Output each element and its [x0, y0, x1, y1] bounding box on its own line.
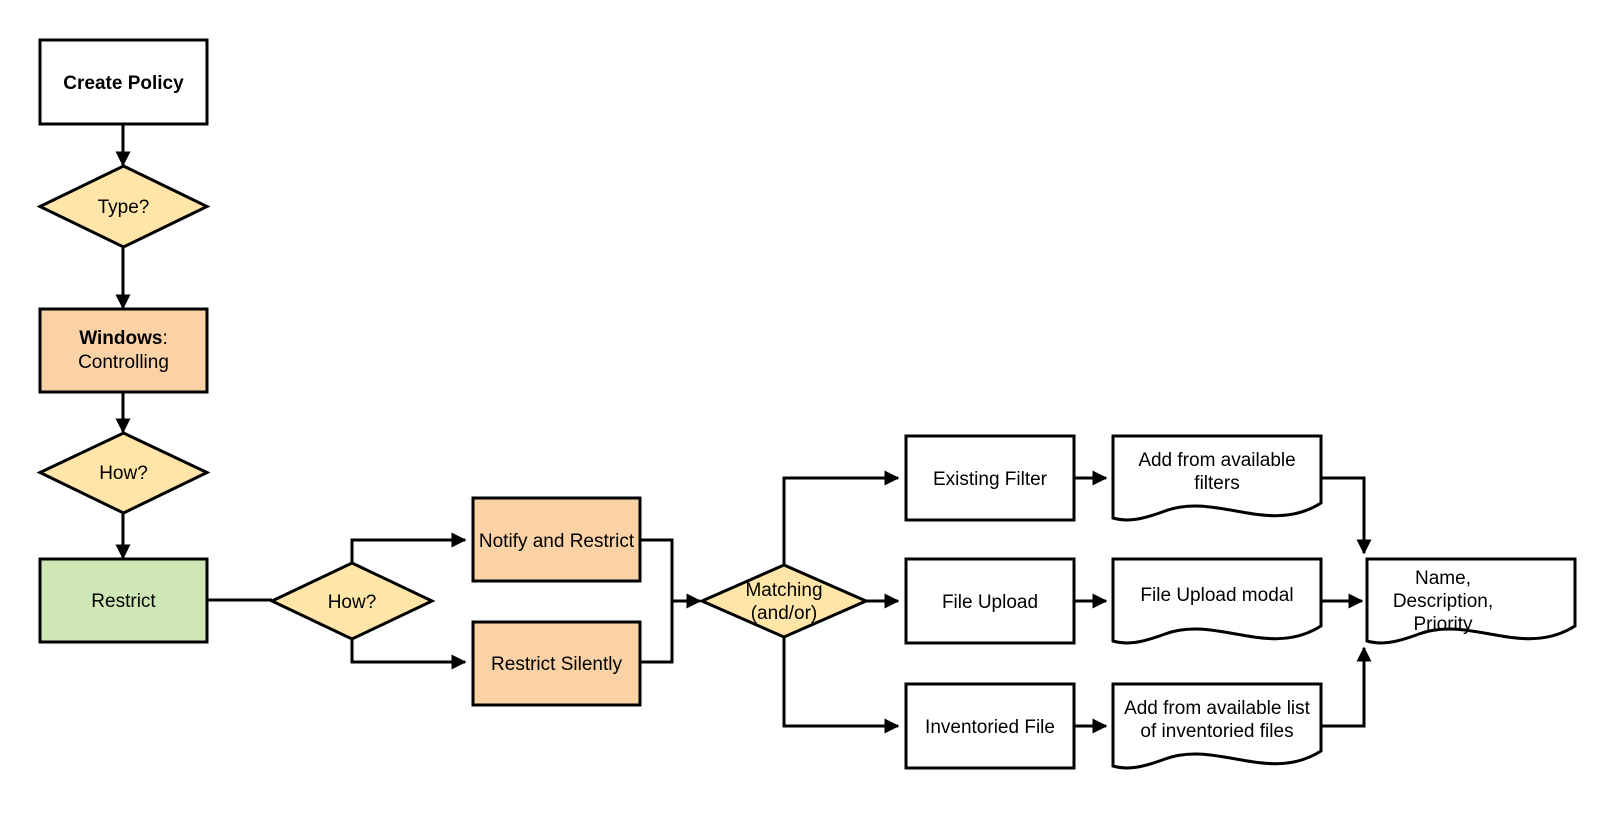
add-inventoried-label-line2: of inventoried files	[1140, 721, 1293, 742]
file-upload-modal-label: File Upload modal	[1140, 585, 1293, 606]
node-restrict-silently[interactable]: Restrict Silently	[471, 620, 642, 707]
inventoried-file-label: Inventoried File	[925, 717, 1055, 738]
node-how-decision-1[interactable]: How?	[36, 431, 211, 515]
edge-restrict-silently-to-matching	[640, 601, 674, 664]
node-matching[interactable]: Matching (and/or)	[698, 563, 870, 639]
node-restrict[interactable]: Restrict	[38, 557, 209, 644]
windows-bold-part: Windows	[79, 328, 162, 349]
notify-and-restrict-label: Notify and Restrict	[479, 531, 635, 552]
node-file-upload-modal[interactable]: File Upload modal	[1111, 557, 1323, 645]
restrict-silently-label: Restrict Silently	[491, 654, 622, 675]
node-type-decision[interactable]: Type?	[36, 164, 211, 249]
name-desc-priority-line3: Priority	[1413, 614, 1473, 635]
node-inventoried-file[interactable]: Inventoried File	[904, 682, 1076, 770]
how-decision-1-label: How?	[99, 463, 148, 484]
node-name-description-priority[interactable]: Name, Description, Priority	[1365, 557, 1577, 645]
edge-how2-to-notify	[350, 532, 467, 563]
edge-how2-to-restrict-silently	[350, 637, 467, 670]
type-decision-label: Type?	[98, 197, 150, 218]
windows-colon: :	[162, 328, 167, 349]
file-upload-label: File Upload	[942, 592, 1038, 613]
create-policy-label: Create Policy	[63, 73, 184, 94]
edge-layer	[115, 124, 1372, 734]
windows-controlling-line1: Windows:	[79, 328, 168, 349]
name-desc-priority-line2: Description,	[1393, 591, 1493, 612]
add-inventoried-label-line1: Add from available list	[1124, 698, 1311, 719]
node-notify-and-restrict[interactable]: Notify and Restrict	[471, 496, 642, 583]
restrict-label: Restrict	[91, 591, 156, 612]
edge-notify-to-matching	[640, 538, 702, 609]
node-windows-controlling[interactable]: Windows: Controlling	[38, 307, 209, 394]
add-filters-label-line1: Add from available	[1138, 450, 1295, 471]
edge-add-list-to-name-desc	[1322, 646, 1372, 728]
how-decision-2-label: How?	[328, 592, 377, 613]
edge-matching-to-inventoried-file	[782, 637, 900, 734]
node-create-policy[interactable]: Create Policy	[38, 38, 209, 126]
node-add-from-inventoried-list[interactable]: Add from available list of inventoried f…	[1111, 682, 1323, 770]
node-existing-filter[interactable]: Existing Filter	[904, 434, 1076, 522]
add-filters-label-line2: filters	[1194, 473, 1239, 494]
name-desc-priority-line1: Name,	[1415, 568, 1471, 589]
windows-controlling-line2: Controlling	[78, 352, 169, 373]
node-how-decision-2[interactable]: How?	[268, 561, 436, 641]
node-add-from-available-filters[interactable]: Add from available filters	[1111, 434, 1323, 522]
edge-add-filters-to-name-desc	[1322, 476, 1372, 555]
matching-label-line1: Matching	[745, 580, 822, 601]
matching-label-line2: (and/or)	[751, 603, 818, 624]
edge-matching-to-existing-filter	[782, 470, 900, 565]
existing-filter-label: Existing Filter	[933, 469, 1048, 490]
node-file-upload[interactable]: File Upload	[904, 557, 1076, 645]
